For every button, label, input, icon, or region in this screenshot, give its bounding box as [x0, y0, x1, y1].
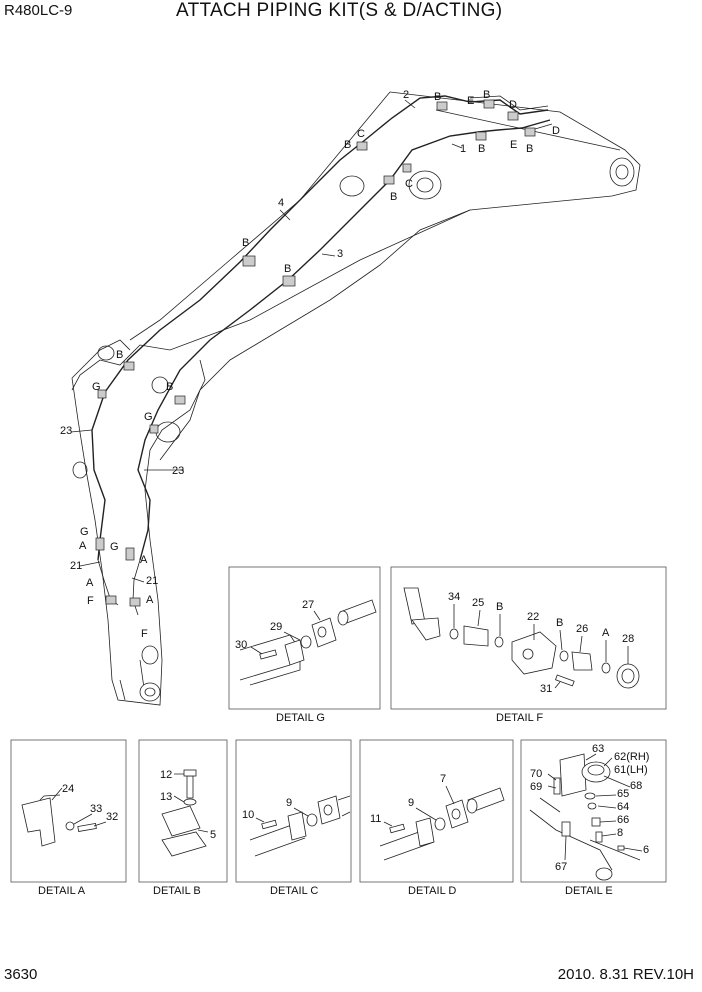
label-part-23: 23: [60, 425, 72, 437]
label-g: G: [80, 526, 89, 538]
detail-d-title: DETAIL D: [408, 885, 456, 897]
detail-a-panel: 24 33 32 DETAIL A: [10, 739, 127, 897]
label-part-3: 3: [337, 248, 343, 260]
label-g: G: [110, 541, 119, 553]
pipe-clamps: [95, 99, 536, 607]
detail-g-panel: 27 29 30 DETAIL G: [228, 566, 381, 724]
detail-e-64: 64: [617, 801, 629, 813]
detail-b-title: DETAIL B: [153, 885, 201, 897]
detail-f-25: 25: [472, 597, 484, 609]
label-e: E: [510, 139, 517, 151]
detail-f-26: 26: [576, 623, 588, 635]
detail-e-63: 63: [592, 743, 604, 755]
detail-c-10: 10: [242, 809, 254, 821]
detail-f-34: 34: [448, 591, 460, 603]
label-d: D: [552, 125, 560, 137]
detail-a-24: 24: [62, 783, 74, 795]
detail-f-31: 31: [540, 683, 552, 695]
main-callouts: 2 1 3 4 B B B B B B B B B B C C D D E E …: [60, 89, 560, 640]
label-part-2: 2: [403, 89, 409, 101]
detail-f-b: B: [556, 617, 563, 629]
label-f: F: [141, 628, 148, 640]
detail-f-a: A: [602, 627, 610, 639]
detail-b-12: 12: [160, 769, 172, 781]
label-e: E: [467, 95, 474, 107]
detail-d-9: 9: [408, 797, 414, 809]
detail-e-8: 8: [617, 827, 623, 839]
detail-f-22: 22: [527, 611, 539, 623]
detail-g-29: 29: [270, 621, 282, 633]
detail-e-61: 61(LH): [614, 764, 648, 776]
detail-a-title: DETAIL A: [38, 885, 86, 897]
detail-f-28: 28: [622, 633, 634, 645]
detail-e-69: 69: [530, 781, 542, 793]
page-number: 3630: [4, 966, 38, 983]
detail-f-panel: 34 25 B 22 B 26 A 28 31 DETAIL F: [390, 566, 667, 724]
detail-b-13: 13: [160, 791, 172, 803]
label-g: G: [92, 381, 101, 393]
label-b: B: [483, 89, 490, 101]
detail-g-title: DETAIL G: [276, 712, 325, 724]
detail-e-6: 6: [643, 844, 649, 856]
label-f: F: [87, 595, 94, 607]
label-b: B: [434, 91, 441, 103]
revision-date: 2010. 8.31 REV.10H: [557, 966, 694, 983]
label-c: C: [405, 178, 413, 190]
label-c: C: [357, 128, 365, 140]
detail-d-11: 11: [370, 813, 381, 825]
detail-a-32: 32: [106, 811, 118, 823]
detail-d-7: 7: [440, 773, 446, 785]
arm-outline: [71, 339, 206, 706]
detail-g-30: 30: [235, 639, 247, 651]
model-code: R480LC-9: [4, 2, 73, 19]
detail-g-27: 27: [302, 599, 314, 611]
detail-a-33: 33: [90, 803, 102, 815]
label-b: B: [478, 143, 485, 155]
detail-c-9: 9: [286, 797, 292, 809]
label-part-1: 1: [460, 143, 466, 155]
boom-outline: [71, 91, 641, 461]
detail-e-panel: 63 62(RH) 61(LH) 70 69 68 65 64 66 8 6 6…: [520, 739, 667, 897]
detail-c-title: DETAIL C: [270, 885, 318, 897]
label-b: B: [284, 263, 291, 275]
detail-e-68: 68: [630, 780, 642, 792]
label-b: B: [116, 349, 123, 361]
detail-e-66: 66: [617, 814, 629, 826]
label-part-4: 4: [278, 197, 284, 209]
detail-c-panel: 10 9 DETAIL C: [235, 739, 352, 897]
label-part-23: 23: [172, 465, 184, 477]
label-a: A: [140, 554, 148, 566]
label-d: D: [509, 99, 517, 111]
label-part-21: 21: [146, 575, 158, 587]
detail-f-title: DETAIL F: [496, 712, 543, 724]
detail-d-panel: 7 9 11 DETAIL D: [359, 739, 514, 897]
label-a: A: [146, 594, 154, 606]
detail-f-b: B: [496, 601, 503, 613]
label-part-21: 21: [70, 560, 82, 572]
detail-e-title: DETAIL E: [565, 885, 613, 897]
label-b: B: [242, 237, 249, 249]
label-b: B: [166, 381, 173, 393]
detail-b-5: 5: [210, 829, 216, 841]
detail-e-62: 62(RH): [614, 751, 649, 763]
label-b: B: [526, 143, 533, 155]
label-g: G: [144, 411, 153, 423]
detail-b-panel: 12 13 5 DETAIL B: [138, 739, 228, 897]
label-a: A: [86, 577, 94, 589]
detail-e-67: 67: [555, 861, 567, 873]
page-title: ATTACH PIPING KIT(S & D/ACTING): [176, 0, 503, 21]
label-a: A: [79, 540, 87, 552]
label-b: B: [390, 191, 397, 203]
detail-e-70: 70: [530, 768, 542, 780]
label-b: B: [344, 139, 351, 151]
detail-e-65: 65: [617, 788, 629, 800]
